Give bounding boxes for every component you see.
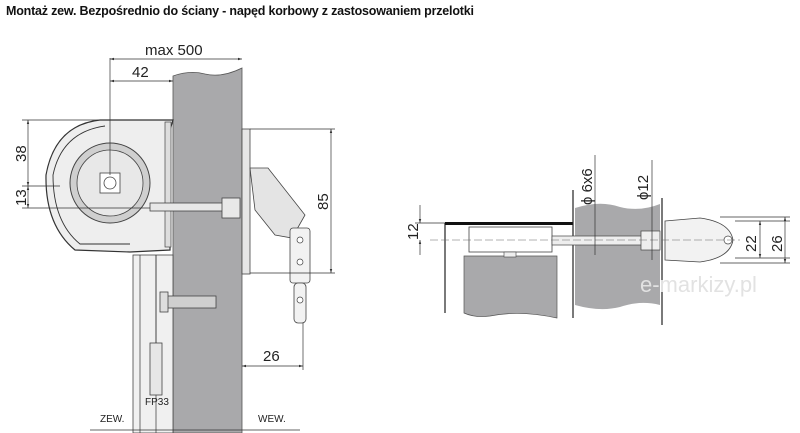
dim-max-500: max 500 [145,42,203,59]
front-view: e-markizy.pl 12 ϕ 6x6 ϕ12 22 26 [405,155,790,325]
dim-22: 22 [743,235,760,252]
shaft-front [551,235,645,246]
cassette-top [445,222,573,225]
dim-12: 12 [405,223,422,240]
inside-label: WEW. [258,414,286,425]
wall-dowel [163,295,217,309]
wall-bushing [221,197,241,219]
crank-shaft [149,202,225,212]
crank-gear [249,167,306,239]
dim-phi-12: ϕ12 [635,175,652,200]
crank-handle [289,227,311,284]
dim-85: 85 [315,193,332,210]
fp33-profile [149,342,163,396]
wall-plate [241,128,251,275]
wall [172,67,243,433]
wall-section [575,203,660,310]
dim-26-front: 26 [769,235,786,252]
watermark: e-markizy.pl [640,272,757,297]
diagram-title: Montaż zew. Bezpośrednio do ściany - nap… [6,4,474,18]
dim-26-side: 26 [263,348,280,365]
dim-38: 38 [13,145,30,162]
outside-label: ZEW. [100,414,124,425]
fp33-label: FP33 [145,397,169,408]
tube-section [463,255,558,319]
dim-13: 13 [13,189,30,206]
dim-phi-6x6: ϕ 6x6 [579,168,596,205]
dim-42: 42 [132,64,149,81]
side-view: FP33 ZEW. WEW. max 500 42 38 13 85 26 [13,42,335,433]
